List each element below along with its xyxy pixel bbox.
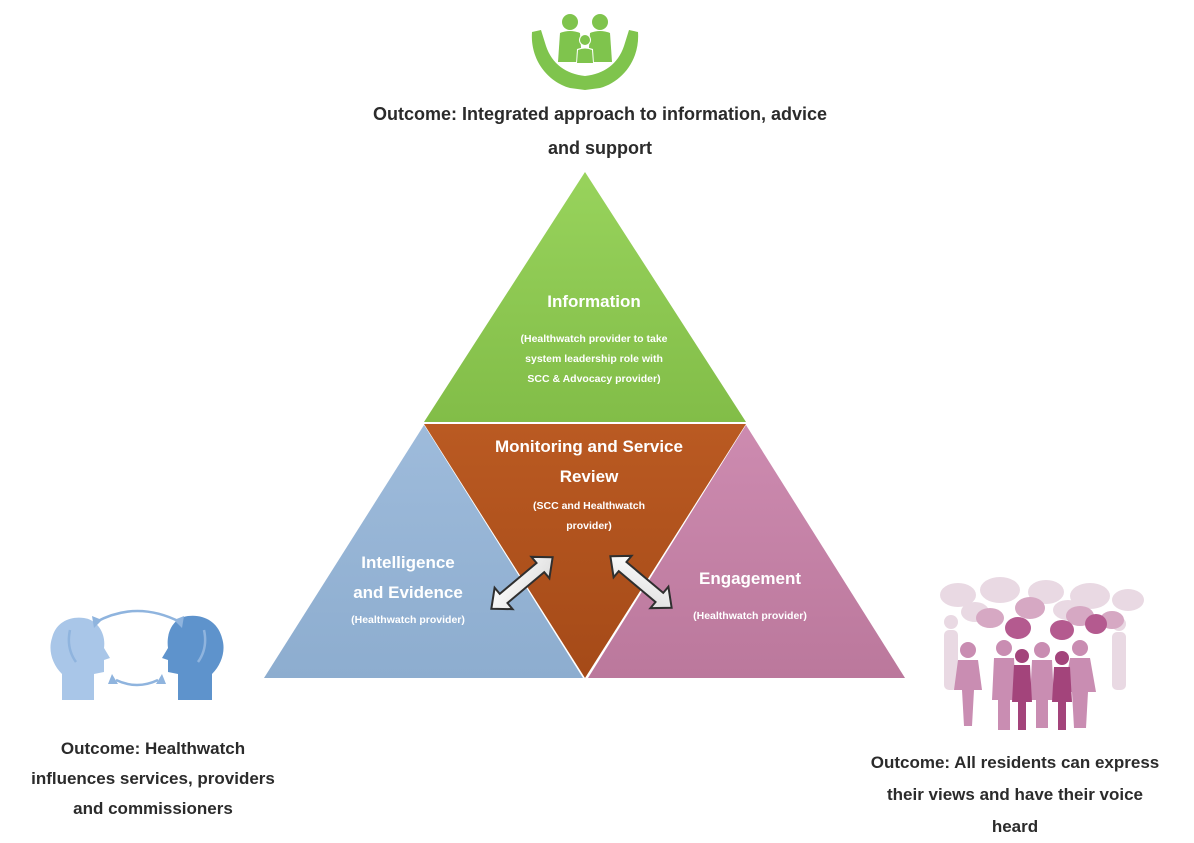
information-subtitle: (Healthwatch provider to take system lea… <box>520 333 668 385</box>
engagement-subtitle: (Healthwatch provider) <box>693 610 807 622</box>
intelligence-label-block: Intelligence and Evidence (Healthwatch p… <box>318 548 498 630</box>
outcome-engagement-text: Outcome: All residents can express their… <box>870 753 1160 836</box>
engagement-triangle <box>588 425 905 678</box>
intelligence-triangle <box>264 425 583 678</box>
intelligence-subtitle: (Healthwatch provider) <box>351 614 465 626</box>
intelligence-title: Intelligence and Evidence <box>353 553 463 602</box>
outcome-information-text: Outcome: Integrated approach to informat… <box>372 104 828 158</box>
monitoring-subtitle: (SCC and Healthwatch provider) <box>532 500 645 532</box>
right-double-arrow <box>609 554 673 610</box>
monitoring-label-block: Monitoring and Service Review (SCC and H… <box>464 432 714 536</box>
left-double-arrow <box>490 555 554 611</box>
monitoring-triangle <box>424 424 746 678</box>
information-title: Information <box>547 292 641 311</box>
information-label-block: Information (Healthwatch provider to tak… <box>454 287 734 389</box>
family-in-hands-icon <box>531 14 639 90</box>
monitoring-title: Monitoring and Service Review <box>495 437 683 486</box>
engagement-title: Engagement <box>698 569 802 588</box>
two-heads-communication-icon <box>50 609 224 700</box>
people-speech-bubbles-icon <box>940 577 1144 730</box>
engagement-label-block: Engagement (Healthwatch provider) <box>650 564 850 626</box>
outcome-intelligence-text: Outcome: Healthwatch influences services… <box>31 739 275 818</box>
information-triangle <box>424 172 746 422</box>
